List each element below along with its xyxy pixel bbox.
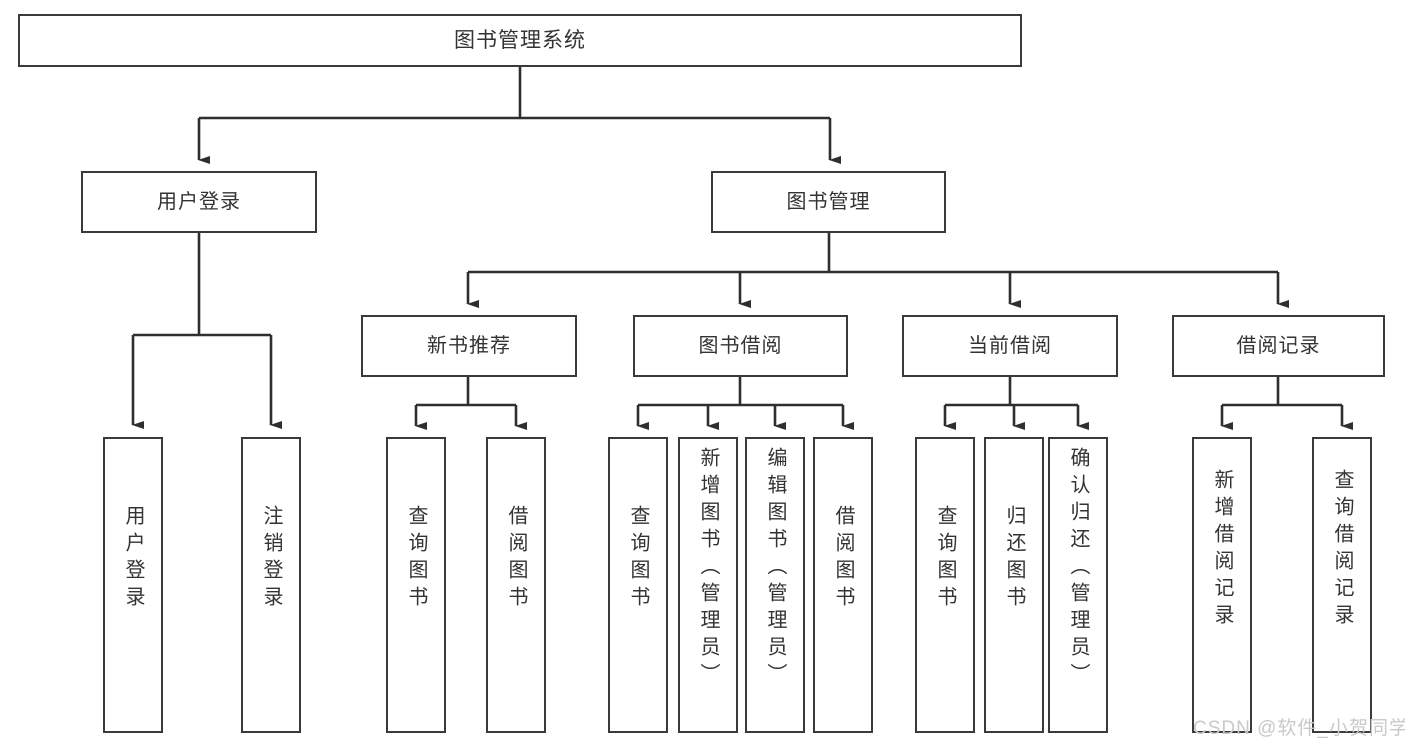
node-root-system[interactable]: 图书管理系统: [18, 14, 1022, 67]
node-label: 新增借阅记录: [1211, 469, 1233, 631]
node-borrow-book-borrow[interactable]: 借阅图书: [813, 437, 873, 733]
node-new-book-recommend[interactable]: 新书推荐: [361, 315, 577, 377]
node-label: 借阅图书: [505, 505, 527, 613]
node-label: 查询借阅记录: [1331, 469, 1353, 631]
node-borrow-book-recommend[interactable]: 借阅图书: [486, 437, 546, 733]
node-query-borrow-record[interactable]: 查询借阅记录: [1312, 437, 1372, 733]
csdn-watermark: CSDN @软件_小贺同学: [1193, 718, 1405, 739]
node-label: 图书管理: [786, 191, 871, 213]
node-label: 新书推荐: [427, 335, 511, 357]
node-label: 编辑图书（管理员）: [764, 447, 786, 690]
node-label: 用户登录: [157, 191, 241, 213]
node-query-book-borrow[interactable]: 查询图书: [608, 437, 668, 733]
node-label: 查询图书: [627, 505, 649, 613]
node-logout-leaf[interactable]: 注销登录: [241, 437, 301, 733]
node-borrow-record[interactable]: 借阅记录: [1172, 315, 1385, 377]
node-book-borrow[interactable]: 图书借阅: [633, 315, 848, 377]
node-label: 借阅记录: [1236, 335, 1321, 357]
node-label: 当前借阅: [968, 335, 1052, 357]
node-label: 注销登录: [260, 505, 282, 613]
node-confirm-return-admin[interactable]: 确认归还（管理员）: [1048, 437, 1108, 733]
node-label: 归还图书: [1003, 505, 1025, 613]
node-current-borrow[interactable]: 当前借阅: [902, 315, 1118, 377]
node-user-login-leaf[interactable]: 用户登录: [103, 437, 163, 733]
node-label: 确认归还（管理员）: [1067, 447, 1089, 690]
node-user-login[interactable]: 用户登录: [81, 171, 317, 233]
node-label: 查询图书: [934, 505, 956, 613]
node-label: 新增图书（管理员）: [697, 447, 719, 690]
node-label: 查询图书: [405, 505, 427, 613]
node-book-management[interactable]: 图书管理: [711, 171, 946, 233]
node-query-book-current[interactable]: 查询图书: [915, 437, 975, 733]
node-label: 用户登录: [122, 505, 144, 613]
node-edit-book-admin[interactable]: 编辑图书（管理员）: [745, 437, 805, 733]
node-query-book-recommend[interactable]: 查询图书: [386, 437, 446, 733]
node-return-book-current[interactable]: 归还图书: [984, 437, 1044, 733]
node-label: 图书借阅: [698, 335, 783, 357]
node-add-book-admin[interactable]: 新增图书（管理员）: [678, 437, 738, 733]
node-add-borrow-record[interactable]: 新增借阅记录: [1192, 437, 1252, 733]
node-label: 图书管理系统: [454, 28, 586, 52]
node-label: 借阅图书: [832, 505, 854, 613]
